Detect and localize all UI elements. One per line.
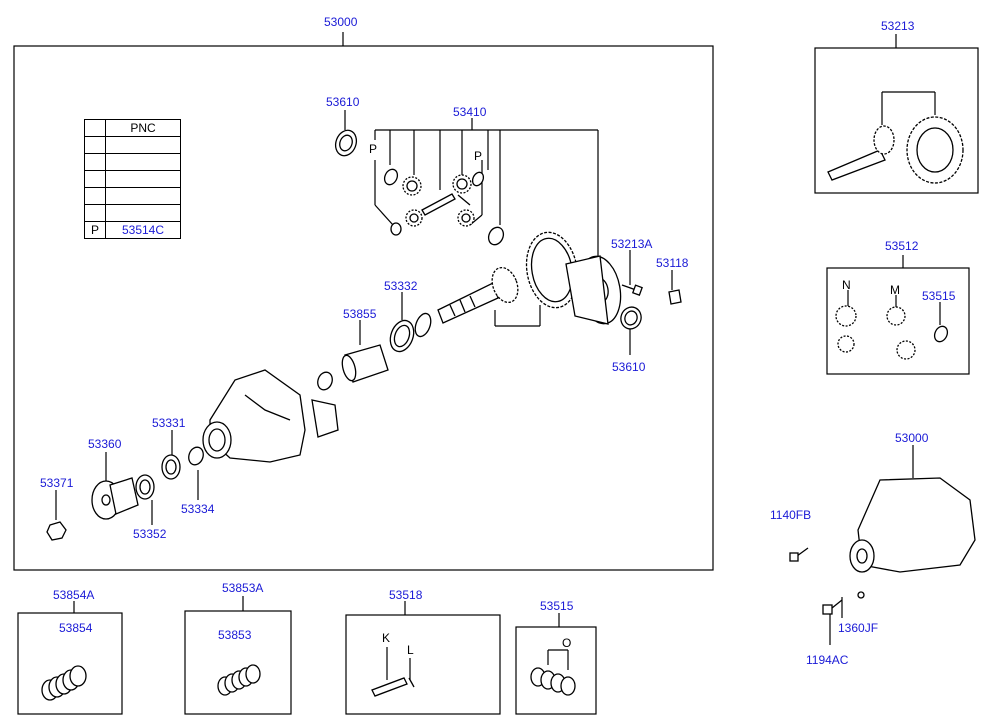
spacer-spring-b — [217, 664, 261, 696]
diff-side-gear-1 — [405, 209, 423, 227]
lock-plate-part — [668, 289, 682, 305]
label-nut[interactable]: 53371 — [40, 476, 74, 490]
main-assembly-frame — [13, 45, 714, 571]
letter-p-right: P — [474, 149, 483, 163]
pnc-table-header-row: PNC — [84, 119, 181, 137]
bolt-1140-part — [789, 547, 809, 562]
label-bolt-1194[interactable]: 1194AC — [806, 653, 849, 667]
pnc-header: PNC — [105, 119, 181, 137]
label-bolt-ring[interactable]: 53213A — [611, 237, 653, 251]
label-nut-1360[interactable]: 1360JF — [838, 621, 879, 635]
seal-right-part — [620, 306, 642, 330]
shim-kit-part — [530, 667, 576, 696]
label-carrier-assy[interactable]: 53000 — [895, 431, 929, 445]
differential-housing-part — [202, 369, 339, 463]
label-bearing-outer[interactable]: 53331 — [152, 416, 186, 430]
diff-pinion-gear-1 — [402, 176, 422, 196]
label-bolt-1140[interactable]: 1140FB — [770, 508, 812, 522]
label-side-gear-kit[interactable]: 53512 — [885, 239, 919, 253]
pnc-table-row — [84, 136, 181, 154]
label-lock-plate[interactable]: 53118 — [656, 256, 689, 270]
label-shim-front[interactable]: 53334 — [181, 502, 215, 516]
bolt-1194-part — [822, 599, 843, 615]
pin-kit-box — [345, 614, 501, 715]
label-pin-kit[interactable]: 53518 — [389, 588, 423, 602]
ring-gear-part — [525, 231, 622, 325]
side-gear-kit-part — [835, 305, 949, 360]
pnc-value: 53514C — [105, 221, 181, 239]
spacer-part — [341, 344, 389, 383]
flange-nut-part — [46, 521, 67, 541]
letter-n: N — [842, 278, 851, 292]
pnc-table-row — [84, 153, 181, 171]
seal-top-part — [334, 129, 358, 157]
label-spacer[interactable]: 53855 — [343, 307, 377, 321]
outer-bearing-part — [161, 454, 181, 480]
label-shim-kit[interactable]: 53515 — [540, 599, 574, 613]
letter-l: L — [407, 643, 414, 657]
side-gear-kit-box — [826, 267, 970, 375]
pinion-bearing-part — [389, 312, 432, 353]
nut-1360-part — [857, 591, 865, 599]
label-spacer-kit-a[interactable]: 53854A — [53, 588, 95, 602]
diff-side-gear-2 — [457, 209, 475, 227]
label-spacer-kit-b[interactable]: 53853 — [218, 628, 252, 642]
pin-kit-part — [371, 677, 415, 697]
letter-p-left: P — [369, 142, 378, 156]
label-main-assembly[interactable]: 53000 — [324, 15, 358, 29]
label-flange[interactable]: 53360 — [88, 437, 122, 451]
letter-k: K — [382, 631, 391, 645]
label-seal-front[interactable]: 53352 — [133, 527, 167, 541]
front-seal-part — [135, 474, 155, 500]
diff-pinion-gear-2 — [452, 174, 472, 194]
label-seal-top[interactable]: 53610 — [326, 95, 360, 109]
label-spacer-kit-b-a[interactable]: 53853A — [222, 581, 264, 595]
pnc-table-row — [84, 187, 181, 205]
letter-m: M — [890, 283, 900, 297]
letter-o: O — [562, 636, 572, 650]
pnc-table-row — [84, 204, 181, 222]
drive-pinion-part — [437, 266, 519, 324]
carrier-assy-part — [849, 477, 976, 573]
label-diff-gear-set[interactable]: 53410 — [453, 105, 487, 119]
label-seal-right[interactable]: 53610 — [612, 360, 646, 374]
label-spacer-kit[interactable]: 53854 — [59, 621, 93, 635]
label-washer-kit[interactable]: 53515 — [922, 289, 956, 303]
pnc-code: P — [84, 221, 106, 239]
spacer-kit-b-box — [184, 610, 292, 715]
pnc-table-row — [84, 170, 181, 188]
companion-flange-part — [91, 477, 139, 520]
spacer-kit-a-box — [17, 612, 123, 715]
shim-kit-box — [515, 626, 597, 715]
ring-bolt-part — [621, 284, 643, 296]
label-shim-pinion[interactable]: 53332 — [384, 279, 418, 293]
spacer-spring-a — [41, 665, 87, 701]
label-gear-set[interactable]: 53213 — [881, 19, 915, 33]
gear-set-part — [827, 116, 964, 184]
